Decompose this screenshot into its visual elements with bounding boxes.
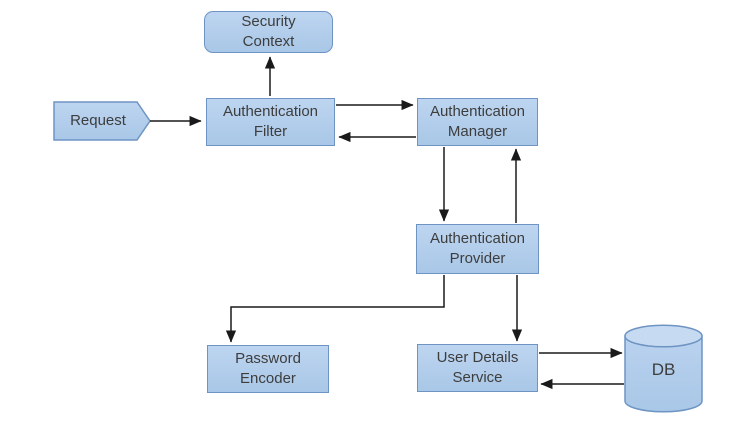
db-cylinder-body — [624, 335, 703, 413]
node-authentication-provider: Authentication Provider — [416, 224, 539, 274]
node-label: User Details Service — [436, 349, 519, 386]
request-pentagon-shape — [53, 101, 151, 141]
node-security-context: Security Context — [204, 11, 333, 53]
connector-provider-to-password-encoder — [225, 275, 445, 343]
node-label: Security Context — [241, 13, 296, 50]
node-password-encoder: Password Encoder — [207, 345, 329, 393]
node-user-details-service: User Details Service — [417, 344, 538, 392]
node-label: Authentication Filter — [222, 103, 319, 140]
node-label: Password Encoder — [235, 350, 301, 387]
node-authentication-filter: Authentication Filter — [206, 98, 335, 146]
node-request: Request — [54, 102, 142, 140]
node-label: Request — [70, 112, 126, 130]
node-label: Authentication Provider — [429, 230, 526, 267]
node-authentication-manager: Authentication Manager — [417, 98, 538, 146]
node-label: Authentication Manager — [429, 103, 526, 140]
node-db: DB — [625, 338, 702, 402]
db-cylinder-lid — [624, 324, 703, 348]
node-label: DB — [651, 359, 676, 379]
